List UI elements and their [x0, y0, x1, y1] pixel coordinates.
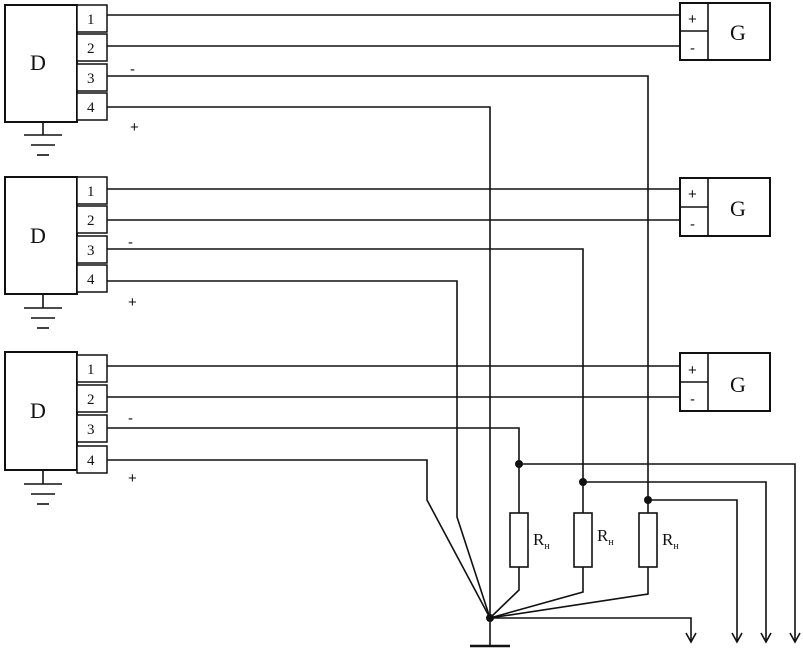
neg-sign-3: - — [128, 410, 133, 427]
pin-label-2-3: 3 — [87, 243, 95, 259]
wire-2-pin3 — [107, 248, 584, 482]
terminal-2-pin-1 — [76, 176, 108, 205]
pos-sign-3: + — [128, 470, 137, 487]
detector-unit-3: D 1 2 3 4 - + — [4, 351, 137, 505]
output-line-3 — [648, 499, 738, 641]
junction-dot — [579, 478, 587, 486]
pin-label-2-4: 4 — [87, 272, 95, 288]
gen-neg-sign-3: - — [690, 391, 695, 408]
pin-label-3-2: 2 — [87, 392, 95, 408]
terminal-3-pin-4 — [76, 445, 108, 474]
detector-label-1: D — [30, 50, 46, 75]
arrow-down-icon — [685, 632, 697, 644]
neg-sign-2: - — [128, 234, 133, 251]
gen-pos-sign-2: + — [688, 186, 697, 203]
wire-2-pin4 — [107, 280, 491, 619]
pos-sign-2: + — [128, 294, 137, 311]
arrow-down-icon — [789, 632, 801, 644]
pin-label-1-3: 3 — [87, 71, 95, 87]
junction-dot — [515, 460, 523, 468]
output-line-2 — [583, 481, 767, 641]
detector-box-2 — [4, 176, 78, 295]
ground-symbol-1 — [24, 122, 62, 156]
wire-1-pin4 — [107, 106, 491, 618]
terminal-3-pin-1 — [76, 354, 108, 383]
generator-unit-1: + - G — [679, 2, 771, 61]
terminal-1-pin-3 — [76, 63, 108, 92]
pin-label-2-1: 1 — [87, 184, 95, 200]
arrow-down-icon — [731, 632, 743, 644]
wire-1-pin3 — [107, 75, 649, 500]
pin-label-3-3: 3 — [87, 422, 95, 438]
neg-sign-1: - — [130, 61, 135, 78]
generator-unit-2: + - G — [679, 177, 771, 237]
pin-label-2-2: 2 — [87, 213, 95, 229]
terminal-2-pin-3 — [76, 235, 108, 264]
generator-label-1: G — [730, 20, 746, 45]
terminal-1-pin-2 — [76, 33, 108, 62]
detector-unit-1: D 1 2 3 4 - + — [4, 4, 139, 156]
resistor-label-3: Rн — [662, 530, 679, 552]
terminal-3-pin-3 — [76, 414, 108, 443]
arrow-down-icon — [760, 632, 772, 644]
ground-symbol-3 — [24, 470, 62, 505]
terminal-2-pin-4 — [76, 264, 108, 293]
load-resistor-2: Rн — [573, 512, 614, 568]
resistor-label-2: Rн — [597, 526, 614, 548]
terminal-3-pin-2 — [76, 384, 108, 413]
junction-dot — [486, 614, 494, 622]
generator-unit-3: + - G — [679, 352, 771, 412]
ground-symbol-2 — [24, 294, 62, 329]
pos-sign-1: + — [130, 119, 139, 136]
detector-label-3: D — [30, 398, 46, 423]
generator-label-2: G — [730, 196, 746, 221]
pin-label-1-4: 4 — [87, 100, 95, 116]
detector-unit-2: D 1 2 3 4 - + — [4, 176, 137, 329]
terminal-1-pin-4 — [76, 92, 108, 121]
pin-label-3-4: 4 — [87, 453, 95, 469]
pin-label-3-1: 1 — [87, 362, 95, 378]
junction-dot — [644, 496, 652, 504]
common-output-line — [490, 617, 692, 641]
load-resistor-3: Rн — [638, 512, 679, 568]
pin-label-1-1: 1 — [87, 12, 95, 28]
gen-neg-sign-2: - — [690, 216, 695, 233]
resistor-label-1: Rн — [533, 530, 550, 552]
wire-3-pin4 — [107, 459, 491, 619]
wiring — [107, 14, 801, 648]
detector-label-2: D — [30, 223, 46, 248]
wire-3-pin3 — [107, 427, 520, 464]
output-line-1 — [519, 463, 796, 641]
generator-label-3: G — [730, 372, 746, 397]
gen-pos-sign-1: + — [688, 11, 697, 28]
terminal-1-pin-1 — [76, 4, 108, 33]
load-resistor-1: Rн — [509, 512, 550, 568]
gen-neg-sign-1: - — [690, 40, 695, 57]
detector-box-1 — [4, 4, 78, 123]
gen-pos-sign-3: + — [688, 362, 697, 379]
pin-label-1-2: 2 — [87, 41, 95, 57]
